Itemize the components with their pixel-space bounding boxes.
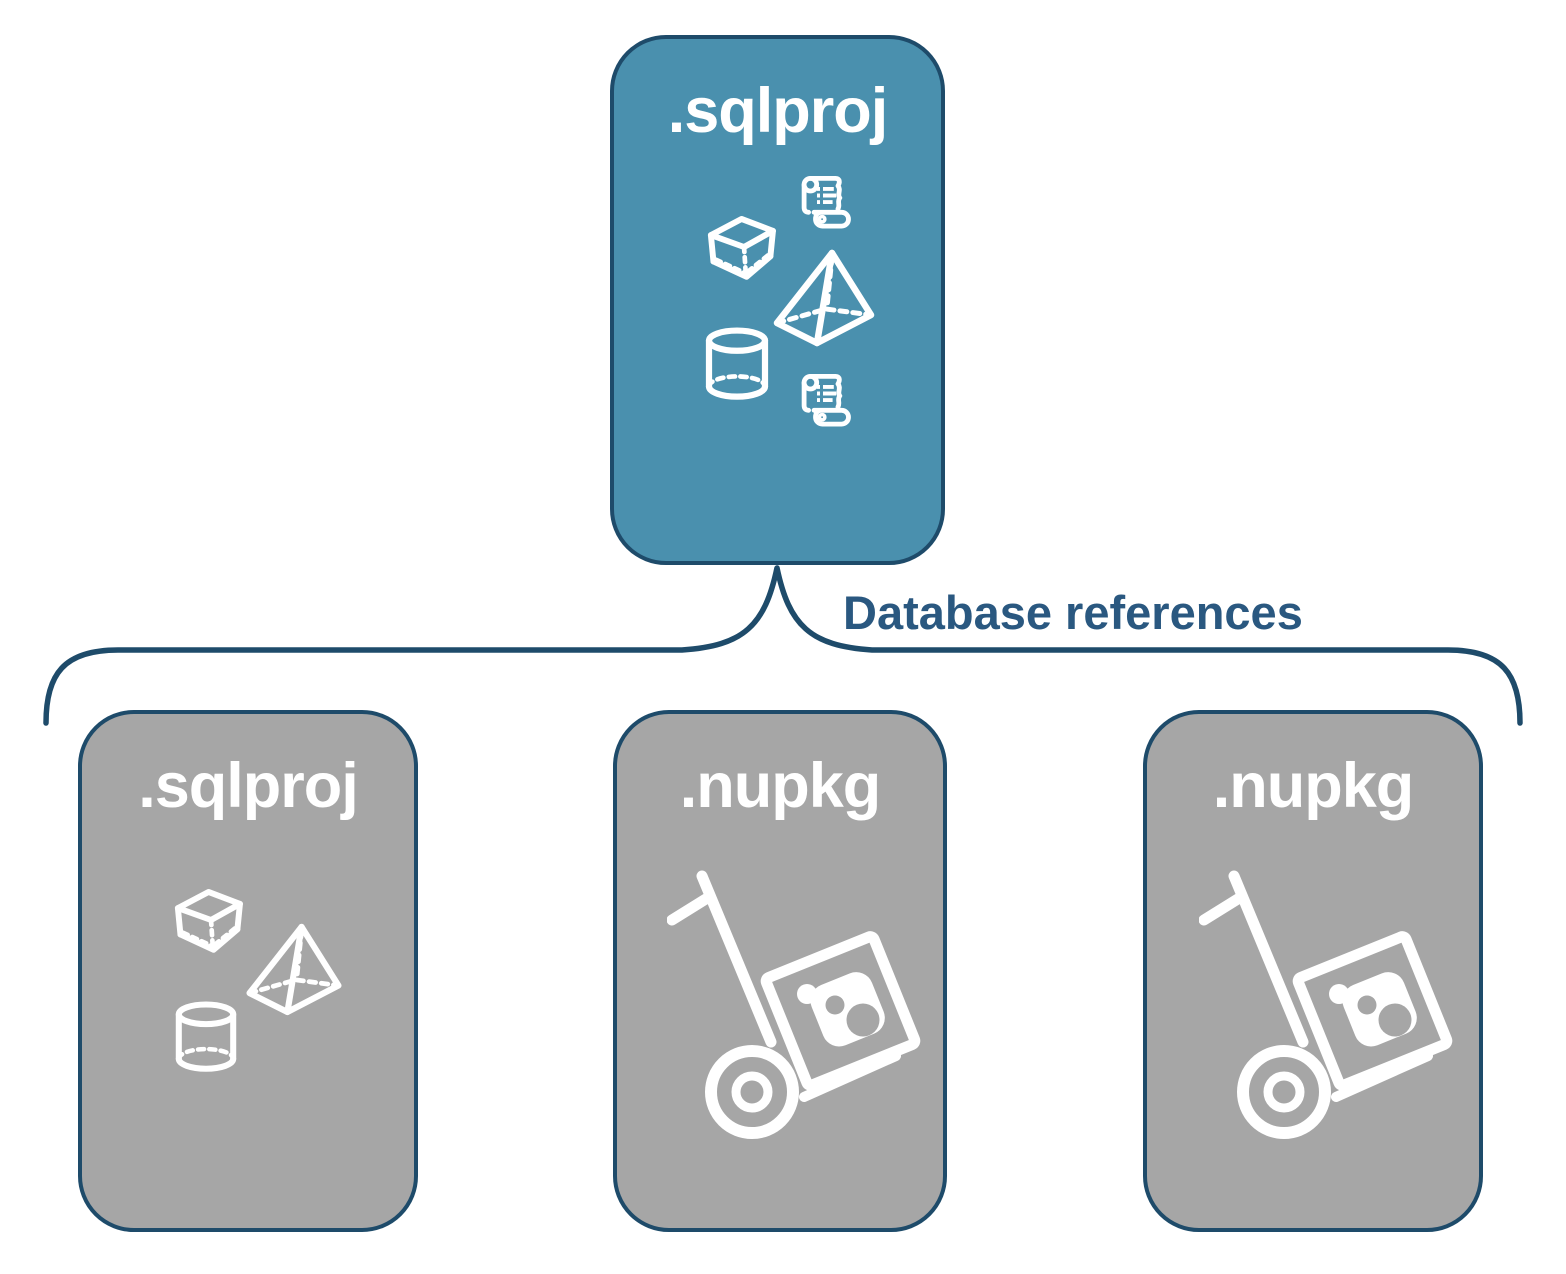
cylinder-icon: [172, 995, 240, 1079]
connector-label: Database references: [843, 586, 1303, 639]
node-label: .nupkg: [679, 751, 881, 821]
node-label: .nupkg: [1212, 751, 1414, 821]
cylinder-icon: [702, 320, 772, 408]
pyramid-icon: [242, 921, 346, 1016]
hand-truck-package-icon: [1199, 864, 1469, 1149]
cube-icon: [166, 874, 251, 966]
node-ref-sqlproj: .sqlproj: [78, 710, 418, 1232]
node-label: .sqlproj: [138, 751, 359, 821]
pyramid-icon: [769, 247, 879, 347]
node-label: .sqlproj: [667, 76, 889, 146]
node-ref-nupkg-1: .nupkg: [613, 710, 947, 1232]
node-ref-nupkg-2: .nupkg: [1143, 710, 1483, 1232]
scroll-icon: [796, 369, 856, 433]
hand-truck-package-icon: [667, 864, 937, 1149]
scroll-icon: [796, 171, 856, 235]
node-root-sqlproj: .sqlproj: [610, 35, 945, 565]
